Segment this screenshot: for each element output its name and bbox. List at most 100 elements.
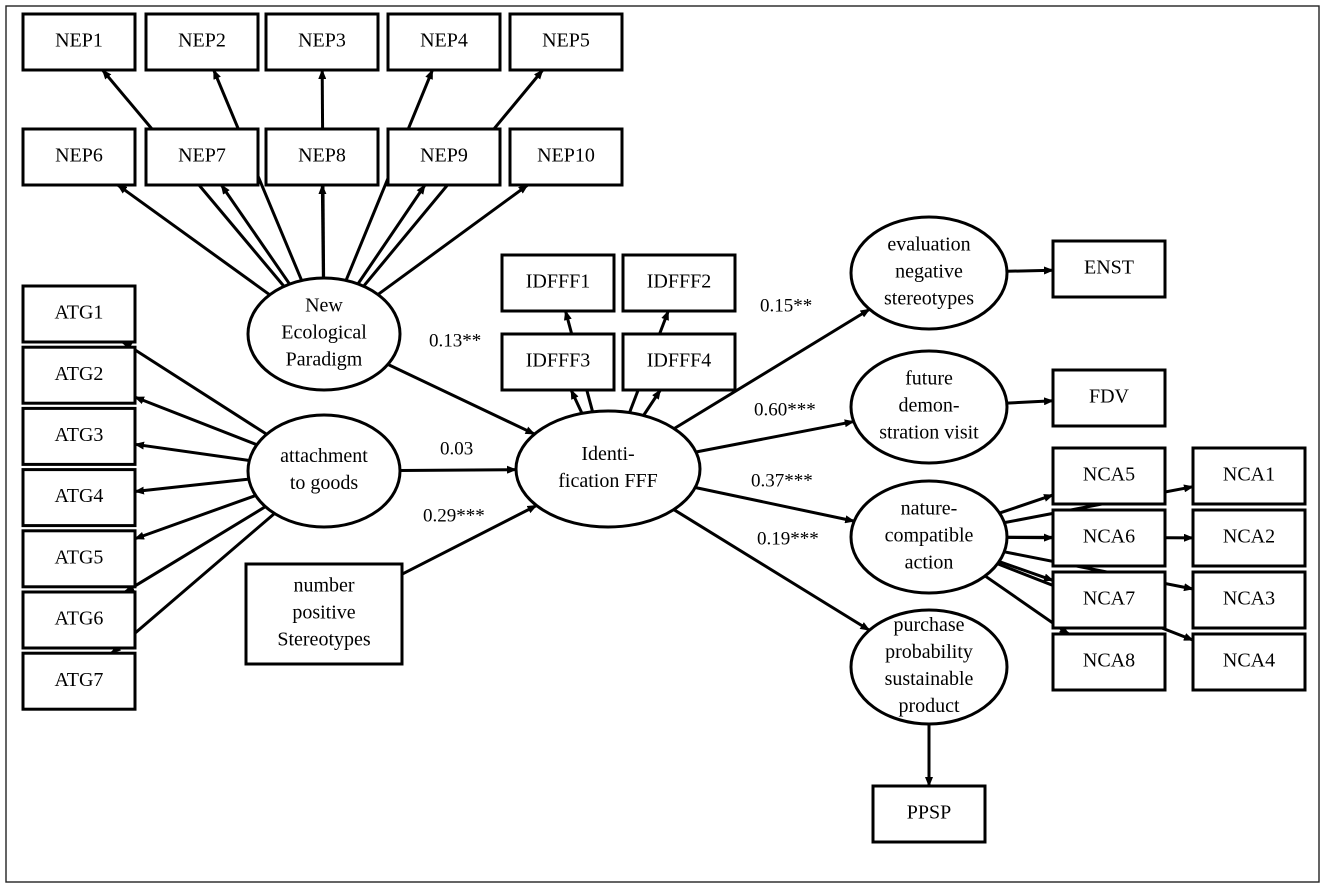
nep-item-6: NEP6 <box>21 127 137 187</box>
idfff-item-4: IDFFF4 <box>621 332 737 392</box>
atg-loading-arrow-3 <box>134 441 250 462</box>
path-id-to-pps <box>672 508 871 632</box>
atg-loading-arrow-2 <box>134 395 258 447</box>
nep-loading-arrow-8 <box>318 184 327 279</box>
nep-item-1-label: NEP1 <box>55 30 103 52</box>
atg-item-2-label: ATG2 <box>55 363 104 385</box>
idfff-loading-arrow-3 <box>569 389 584 414</box>
nca-item-4: NCA4 <box>1191 632 1307 692</box>
enst-indicator: ENST <box>1051 239 1167 299</box>
future-demonstration-visit-construct-label: stration visit <box>879 422 979 444</box>
nep-item-9: NEP9 <box>386 127 502 187</box>
nep-item-4-label: NEP4 <box>420 30 468 52</box>
nep-loading-arrow-6 <box>116 183 271 297</box>
nca-item-4-label: NCA4 <box>1223 650 1275 672</box>
nep-item-10: NEP10 <box>508 127 624 187</box>
atg-loading-arrow-1 <box>121 340 268 436</box>
nca-item-5-label: NCA5 <box>1083 464 1135 486</box>
nep-item-3: NEP3 <box>264 12 380 72</box>
nca-item-2: NCA2 <box>1191 508 1307 568</box>
nca-loading-arrow-7 <box>998 560 1054 582</box>
nca-item-3-label: NCA3 <box>1223 588 1275 610</box>
number-positive-stereotypes-box-label: Stereotypes <box>277 629 371 651</box>
ppsp-indicator-label: PPSP <box>907 802 952 824</box>
nca-item-7: NCA7 <box>1051 570 1167 630</box>
coef-id-to-pps: 0.19*** <box>757 528 819 549</box>
atg-item-2: ATG2 <box>21 345 137 405</box>
fdv-indicator: FDV <box>1051 368 1167 428</box>
atg-item-1: ATG1 <box>21 284 137 344</box>
atg-loading-arrow-7 <box>110 512 276 655</box>
nep-item-8-label: NEP8 <box>298 145 346 167</box>
atg-loading-arrow-4 <box>134 477 249 495</box>
coef-nep-to-id: 0.13** <box>429 330 481 351</box>
purchase-probability-construct-label: product <box>898 695 960 717</box>
evaluation-negative-stereotypes-construct-label: evaluation <box>887 234 970 256</box>
nep-item-10-label: NEP10 <box>537 145 595 167</box>
nep-item-5: NEP5 <box>508 12 624 72</box>
attachment-to-goods-construct-label: attachment <box>280 445 368 467</box>
nca-item-1: NCA1 <box>1191 446 1307 506</box>
path-id-to-fdv <box>695 419 855 454</box>
atg-item-5-label: ATG5 <box>55 546 104 568</box>
atg-item-4: ATG4 <box>21 468 137 528</box>
evaluation-negative-stereotypes-construct-label: stereotypes <box>884 288 974 310</box>
number-positive-stereotypes-box-label: positive <box>292 602 355 624</box>
ppsp-indicator: PPSP <box>871 784 987 844</box>
nep-item-7-label: NEP7 <box>178 145 226 167</box>
path-nep-to-id <box>387 363 536 436</box>
atg-loading-arrow-5 <box>134 494 257 541</box>
coef-id-to-ens: 0.15** <box>760 295 812 316</box>
nca-item-5: NCA5 <box>1051 446 1167 506</box>
atg-item-7-label: ATG7 <box>55 669 104 691</box>
path-coefficients: 0.13**0.030.29***0.15**0.60***0.37***0.1… <box>423 295 819 549</box>
purchase-probability-construct-label: purchase <box>893 614 964 636</box>
nep-item-4: NEP4 <box>386 12 502 72</box>
nep-item-5-label: NEP5 <box>542 30 590 52</box>
future-demonstration-visit-construct-label: future <box>905 368 953 390</box>
nca-item-7-label: NCA7 <box>1083 588 1135 610</box>
nep-loading-arrow-9 <box>356 184 427 285</box>
identification-fff-construct-label: fication FFF <box>558 470 657 492</box>
fdv-loading-arrow <box>1006 397 1054 406</box>
nep-item-2-label: NEP2 <box>178 30 226 52</box>
idfff-item-3-label: IDFFF3 <box>526 350 590 372</box>
nature-compatible-action-construct-label: compatible <box>885 525 974 547</box>
purchase-probability-construct-label: sustainable <box>885 668 974 690</box>
nca-item-3: NCA3 <box>1191 570 1307 630</box>
nca-item-1-label: NCA1 <box>1223 464 1275 486</box>
nep-item-9-label: NEP9 <box>420 145 468 167</box>
atg-item-3-label: ATG3 <box>55 424 104 446</box>
idfff-item-3: IDFFF3 <box>500 332 616 392</box>
coef-id-to-fdv: 0.60*** <box>754 399 816 420</box>
idfff-item-1-label: IDFFF1 <box>526 271 590 293</box>
nca-item-8: NCA8 <box>1051 632 1167 692</box>
path-id-to-nca <box>694 486 856 524</box>
nep-item-3-label: NEP3 <box>298 30 346 52</box>
idfff-item-1: IDFFF1 <box>500 253 616 313</box>
nca-loading-arrow-5 <box>999 493 1054 515</box>
evaluation-negative-stereotypes-construct: evaluation negative stereotypes <box>849 215 1009 331</box>
nca-item-8-label: NCA8 <box>1083 650 1135 672</box>
atg-item-3: ATG3 <box>21 406 137 466</box>
nep-item-1: NEP1 <box>21 12 137 72</box>
nep-item-8: NEP8 <box>264 127 380 187</box>
atg-loading-arrow-6 <box>124 505 267 594</box>
atg-item-6: ATG6 <box>21 590 137 650</box>
figure-frame <box>5 5 1320 883</box>
evaluation-negative-stereotypes-construct-label: negative <box>895 261 963 283</box>
nep-item-6-label: NEP6 <box>55 145 103 167</box>
idfff-item-2-label: IDFFF2 <box>647 271 711 293</box>
idfff-item-2: IDFFF2 <box>621 253 737 313</box>
idfff-loading-arrow-4 <box>642 389 662 417</box>
nep-item-7: NEP7 <box>144 127 260 187</box>
atg-item-7: ATG7 <box>21 651 137 711</box>
fdv-indicator-label: FDV <box>1089 386 1130 408</box>
new-ecological-paradigm-construct-label: Ecological <box>281 322 367 344</box>
